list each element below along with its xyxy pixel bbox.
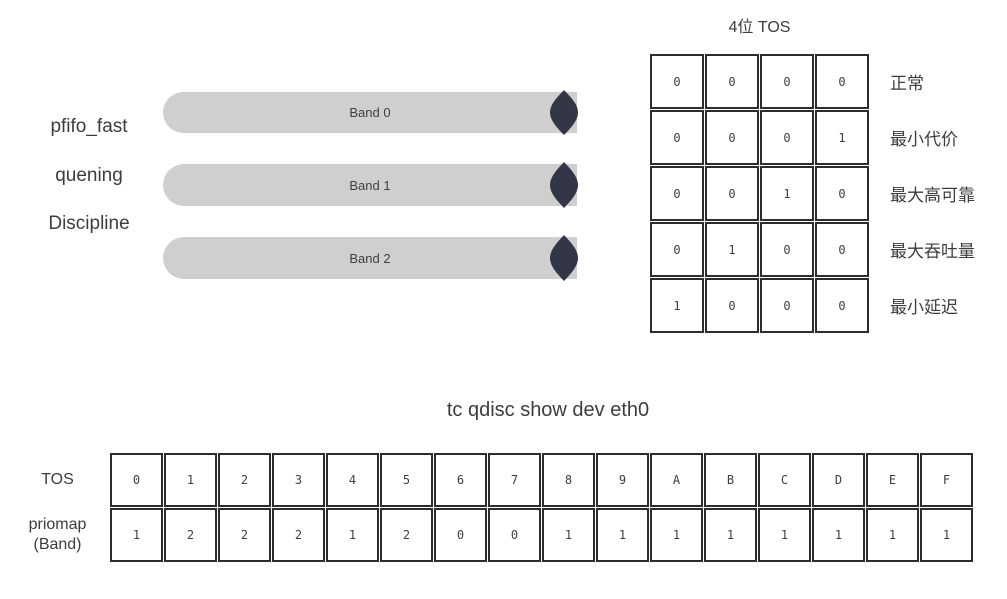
priomap-value-cell: 0 (434, 508, 487, 562)
qdisc-command-title: tc qdisc show dev eth0 (446, 399, 650, 421)
tos-bit-cell: 0 (705, 166, 759, 221)
priomap-value-cell: 1 (812, 508, 865, 562)
tos-row-label: 最大高可靠 (890, 186, 975, 205)
tos-value-cell: E (866, 453, 919, 507)
tos-bit-cell: 0 (815, 222, 869, 277)
tos-bit-cell: 0 (760, 278, 814, 333)
tos-value-cell: F (920, 453, 973, 507)
priomap-value-cell: 2 (218, 508, 271, 562)
priomap-value-cell: 1 (542, 508, 595, 562)
priomap-row-label: priomap (Band) (15, 508, 100, 562)
tos-row-label-text: TOS (41, 471, 74, 488)
priomap-value-cell: 2 (380, 508, 433, 562)
tos-bit-cell: 0 (650, 166, 704, 221)
tos-bit-cell: 0 (760, 110, 814, 165)
tos-bit-cell: 0 (705, 278, 759, 333)
tos-value-cell: 5 (380, 453, 433, 507)
priomap-value-cell: 1 (596, 508, 649, 562)
priomap-value-cell: 1 (326, 508, 379, 562)
band-1-label: Band 1 (349, 177, 391, 193)
tos-table-title: 4位 TOS (728, 19, 791, 36)
priomap-value-cell: 1 (866, 508, 919, 562)
band-2-label: Band 2 (349, 250, 391, 266)
tos-bit-cell: 0 (650, 222, 704, 277)
priomap-value-cell: 2 (272, 508, 325, 562)
tos-value-cell: A (650, 453, 703, 507)
tos-bit-cell: 1 (705, 222, 759, 277)
tos-value-cell: 7 (488, 453, 541, 507)
tos-bit-cell: 1 (760, 166, 814, 221)
priomap-value-cell: 1 (758, 508, 811, 562)
tos-value-cell: 9 (596, 453, 649, 507)
band-0-pipe: Band 0 (163, 90, 578, 135)
tos-bit-cell: 0 (760, 222, 814, 277)
tos-bit-cell: 0 (815, 166, 869, 221)
band-1-pipe: Band 1 (163, 162, 578, 208)
tos-bit-cell: 0 (760, 54, 814, 109)
tos-bit-cell: 0 (650, 110, 704, 165)
qdisc-name-line-1: pfifo_fast (50, 116, 128, 137)
tos-value-cell: 3 (272, 453, 325, 507)
tos-value-cell: 1 (164, 453, 217, 507)
priomap-value-cell: 2 (164, 508, 217, 562)
priomap-row-labels: TOS priomap (Band) (15, 453, 100, 563)
pipe-opening-icon (550, 235, 578, 281)
priomap-value-cell: 1 (650, 508, 703, 562)
priomap-value-cell: 1 (704, 508, 757, 562)
tos-value-cell: 6 (434, 453, 487, 507)
priomap-row-label-line-1: priomap (28, 516, 87, 533)
tos-value-cell: 0 (110, 453, 163, 507)
tos-row-label: 正常 (890, 74, 924, 93)
band-2-pipe: Band 2 (163, 235, 578, 281)
qdisc-name-line-2: quening (55, 165, 123, 186)
tos-row-label: 最小代价 (890, 130, 958, 149)
priomap-row-label-line-2: (Band) (33, 536, 82, 553)
tos-bit-cell: 1 (815, 110, 869, 165)
tos-row-label: 最小延迟 (890, 298, 958, 317)
tos-row-label: TOS (15, 453, 100, 507)
tos-row-labels: 正常最小代价最大高可靠最大吞吐量最小延迟 (890, 54, 975, 333)
band-0-label: Band 0 (349, 105, 391, 120)
qdisc-name-line-3: Discipline (48, 213, 130, 234)
tos-value-cell: C (758, 453, 811, 507)
tos-bit-cell: 0 (705, 54, 759, 109)
priomap-value-cell: 0 (488, 508, 541, 562)
priomap-value-cell: 1 (920, 508, 973, 562)
tos-value-cell: 8 (542, 453, 595, 507)
tos-value-cell: D (812, 453, 865, 507)
tos-bit-cell: 0 (650, 54, 704, 109)
tos-bit-cell: 0 (705, 110, 759, 165)
tos-value-cell: 4 (326, 453, 379, 507)
tos-bit-cell: 1 (650, 278, 704, 333)
pipe-opening-icon (550, 162, 578, 208)
tos-bit-cell: 0 (815, 54, 869, 109)
tos-value-cell: B (704, 453, 757, 507)
tos-row-label: 最大吞吐量 (890, 242, 975, 261)
priomap-value-cell: 1 (110, 508, 163, 562)
pipe-opening-icon (550, 90, 578, 135)
tos-bit-cell: 0 (815, 278, 869, 333)
tos-value-cell: 2 (218, 453, 271, 507)
